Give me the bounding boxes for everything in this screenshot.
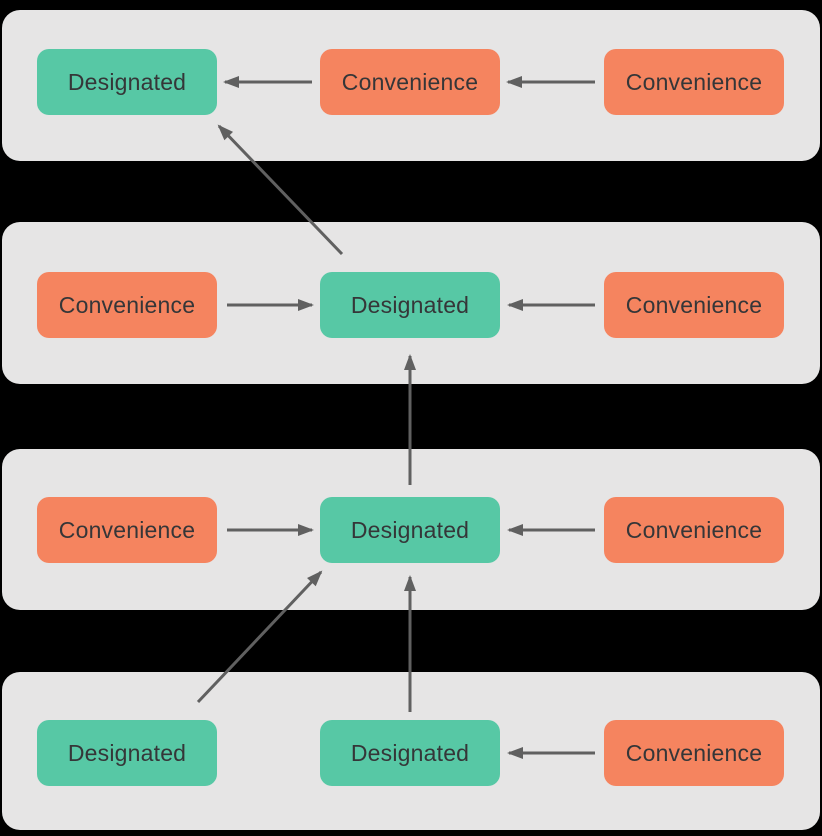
node-label: Convenience xyxy=(341,68,479,95)
node-label: Convenience xyxy=(58,291,196,318)
node-label: Convenience xyxy=(625,291,763,318)
node-r3-left: Convenience xyxy=(37,497,217,563)
node-r4-right: Convenience xyxy=(604,720,784,786)
node-label: Designated xyxy=(350,291,470,318)
node-label: Convenience xyxy=(625,739,763,766)
node-r1-left: Designated xyxy=(37,49,217,115)
node-r2-mid: Designated xyxy=(320,272,500,338)
node-r4-mid: Designated xyxy=(320,720,500,786)
node-r3-mid: Designated xyxy=(320,497,500,563)
node-r1-right: Convenience xyxy=(604,49,784,115)
node-label: Designated xyxy=(350,739,470,766)
node-r2-left: Convenience xyxy=(37,272,217,338)
node-label: Designated xyxy=(350,516,470,543)
node-r3-right: Convenience xyxy=(604,497,784,563)
node-label: Designated xyxy=(67,739,187,766)
node-r2-right: Convenience xyxy=(604,272,784,338)
node-label: Designated xyxy=(67,68,187,95)
node-label: Convenience xyxy=(625,516,763,543)
node-r4-left: Designated xyxy=(37,720,217,786)
node-label: Convenience xyxy=(58,516,196,543)
node-label: Convenience xyxy=(625,68,763,95)
node-r1-mid: Convenience xyxy=(320,49,500,115)
